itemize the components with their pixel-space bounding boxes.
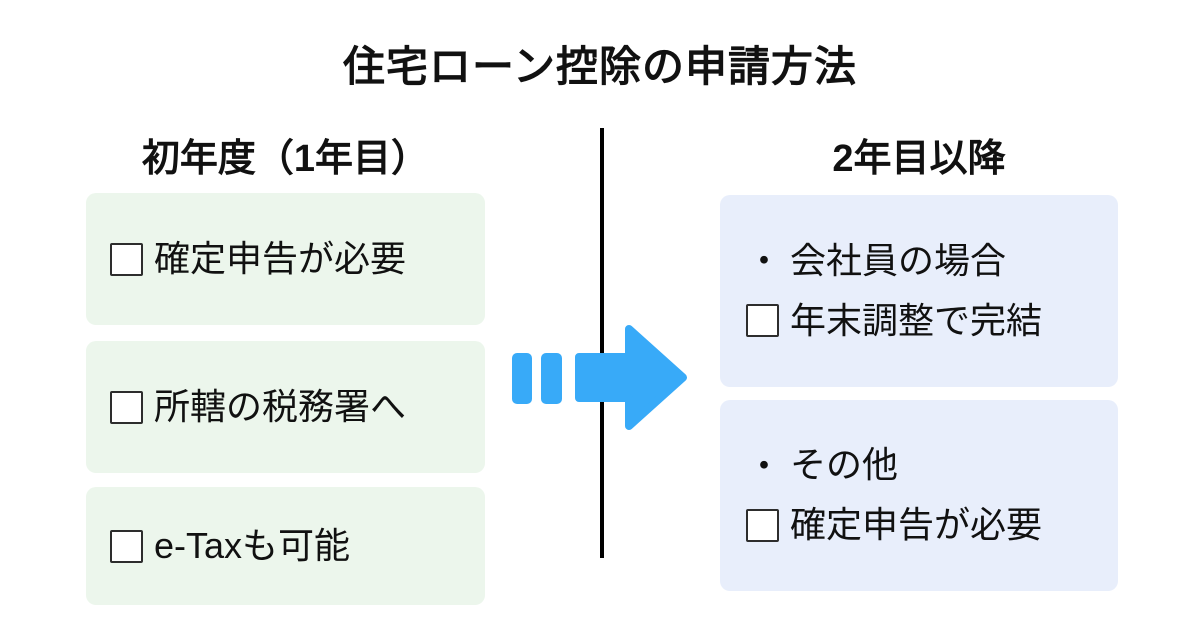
action-row: 年末調整で完結 bbox=[746, 298, 1118, 345]
arrow-dash-1 bbox=[512, 353, 532, 404]
first-year-card-tax-return: 確定申告が必要 bbox=[86, 193, 485, 325]
bullet-icon: ・ bbox=[746, 240, 783, 282]
case-row: ・ その他 bbox=[746, 442, 1118, 489]
right-column-header: 2年目以降 bbox=[832, 138, 1006, 180]
later-years-card-employee: ・ 会社員の場合 年末調整で完結 bbox=[720, 195, 1118, 387]
case-row: ・ 会社員の場合 bbox=[746, 238, 1118, 285]
arrow-body bbox=[575, 325, 687, 430]
first-year-card-tax-office: 所轄の税務署へ bbox=[86, 341, 485, 473]
action-label: 年末調整で完結 bbox=[790, 299, 1043, 341]
card-label: 所轄の税務署へ bbox=[154, 385, 407, 427]
arrow-icon bbox=[505, 320, 695, 435]
case-label: その他 bbox=[790, 444, 899, 486]
checkbox-icon bbox=[110, 529, 143, 563]
action-label: 確定申告が必要 bbox=[790, 504, 1043, 545]
first-year-card-etax: e-Taxも可能 bbox=[86, 487, 485, 605]
card-label: 確定申告が必要 bbox=[154, 237, 407, 279]
later-years-card-other: ・ その他 確定申告が必要 bbox=[720, 400, 1118, 591]
arrow-dash-2 bbox=[541, 353, 562, 404]
action-row: 確定申告が必要 bbox=[746, 502, 1118, 549]
checkbox-icon bbox=[110, 242, 143, 276]
left-column-header: 初年度（1年目） bbox=[141, 138, 430, 180]
page-title: 住宅ローン控除の申請方法 bbox=[343, 43, 857, 90]
checkbox-icon bbox=[746, 508, 779, 542]
checkbox-icon bbox=[746, 304, 779, 338]
column-divider-line bbox=[600, 128, 604, 558]
bullet-icon: ・ bbox=[746, 444, 783, 486]
checkbox-icon bbox=[110, 390, 143, 424]
case-label: 会社員の場合 bbox=[790, 239, 1007, 281]
card-label: e-Taxも可能 bbox=[154, 524, 351, 566]
